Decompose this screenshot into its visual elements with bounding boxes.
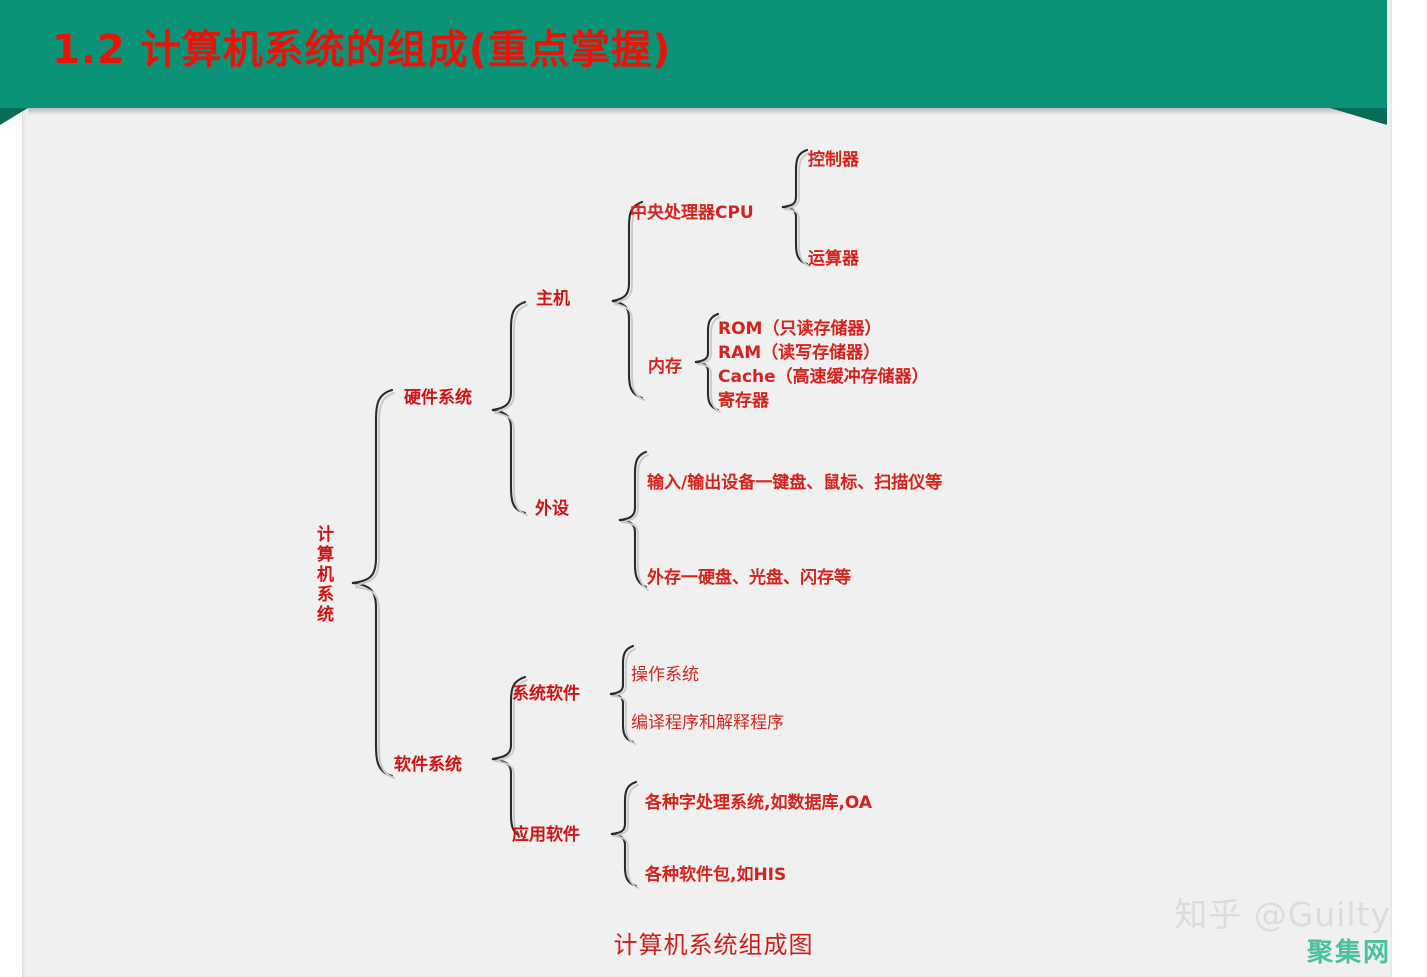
node-system-software: 系统软件	[512, 684, 580, 704]
node-compiler-interpreter: 编译程序和解释程序	[631, 713, 784, 733]
title-banner-shadow	[28, 108, 1380, 115]
node-alu: 运算器	[808, 249, 859, 269]
slide-left-edge-shadow	[22, 0, 26, 977]
node-root-computer-system: 计算机系统	[313, 525, 333, 625]
node-controller: 控制器	[808, 150, 859, 170]
node-external-storage: 外存一硬盘、光盘、闪存等	[647, 568, 851, 588]
node-hardware-system: 硬件系统	[404, 388, 472, 408]
banner-fold-left-icon	[0, 108, 28, 125]
node-host: 主机	[536, 289, 570, 309]
node-memory-cache: Cache（高速缓冲存储器）	[718, 367, 929, 387]
node-memory-rom: ROM（只读存储器）	[718, 319, 882, 339]
node-cpu: 中央处理器CPU	[630, 203, 754, 223]
node-memory: 内存	[648, 357, 682, 377]
watermark-site: 聚集网	[1306, 938, 1391, 968]
diagram-caption: 计算机系统组成图	[613, 931, 814, 959]
title-banner	[0, 0, 1387, 108]
node-software-system: 软件系统	[394, 755, 462, 775]
node-peripheral: 外设	[535, 499, 569, 519]
node-software-packages: 各种软件包,如HIS	[645, 865, 787, 885]
node-word-processing-systems: 各种字处理系统,如数据库,OA	[645, 793, 873, 813]
node-memory-register: 寄存器	[718, 391, 769, 411]
page-title: 1.2 计算机系统的组成(重点掌握)	[52, 27, 672, 73]
banner-fold-right-icon	[1330, 108, 1387, 125]
node-operating-system: 操作系统	[631, 665, 699, 685]
node-application-software: 应用软件	[512, 825, 580, 845]
slide-background	[22, 0, 1392, 977]
node-memory-ram: RAM（读写存储器）	[718, 343, 881, 363]
node-io-devices: 输入/输出设备一键盘、鼠标、扫描仪等	[647, 473, 943, 493]
watermark-zhihu: 知乎 @Guilty	[1174, 895, 1391, 934]
